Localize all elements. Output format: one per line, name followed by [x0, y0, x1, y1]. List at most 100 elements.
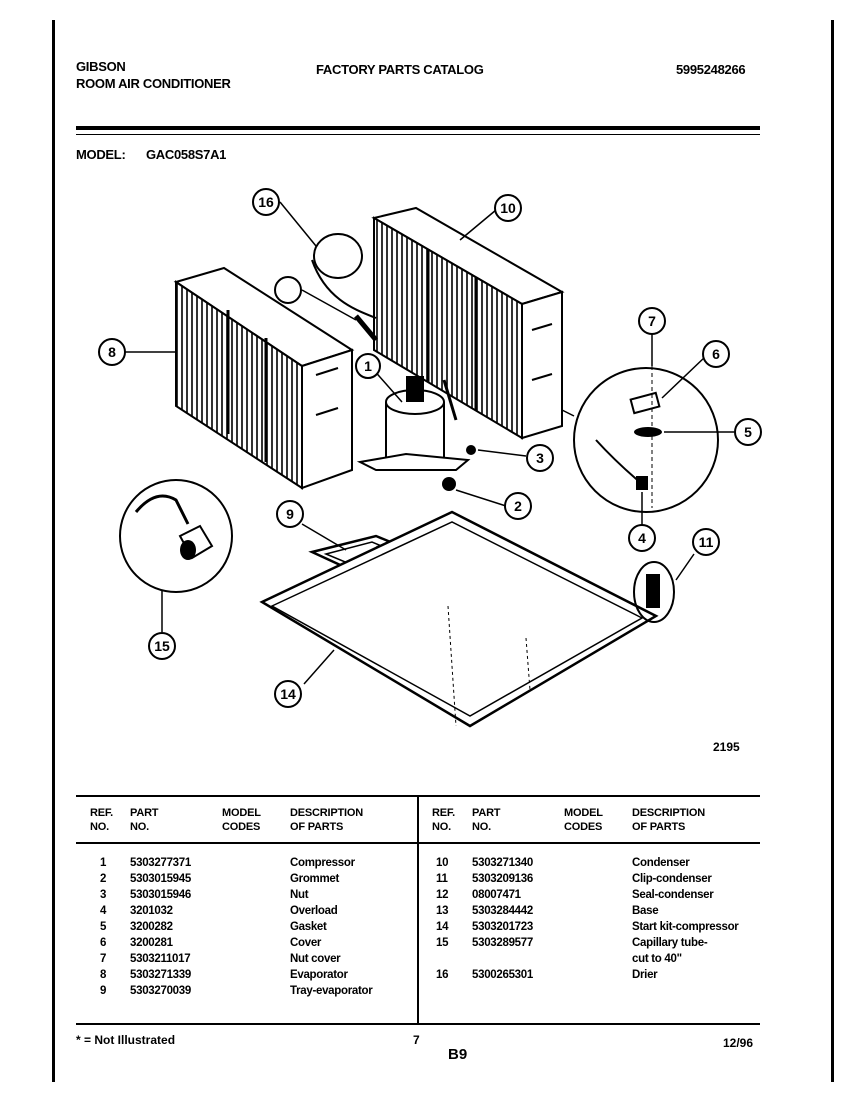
model-value: GAC058S7A1	[146, 147, 227, 162]
product-name: ROOM AIR CONDITIONER	[76, 76, 231, 91]
callout-2: 2	[504, 492, 532, 520]
table-cell: 3	[100, 889, 107, 901]
callout-5: 5	[734, 418, 762, 446]
page-number: 7	[413, 1033, 420, 1047]
header-description: DESCRIPTION OF PARTS	[290, 807, 363, 833]
model-label: MODEL:	[76, 147, 126, 162]
grommet	[442, 477, 456, 491]
header-part-no: PART NO.	[130, 807, 159, 833]
right-part-column: 5303271340 5303209136 08007471 530328444…	[472, 855, 533, 983]
table-cell: 3200282	[130, 921, 173, 933]
table-cell: 4	[100, 905, 107, 917]
table-cell: Nut	[290, 889, 309, 901]
page-frame	[52, 20, 834, 1082]
compressor	[356, 376, 471, 471]
svg-text:9: 9	[286, 506, 294, 522]
table-cell: Tray-evaporator	[290, 985, 373, 997]
table-cell: Cover	[290, 937, 322, 949]
table-cell	[436, 951, 448, 967]
table-cell: Start kit-compressor	[632, 921, 739, 933]
left-ref-column: 1 2 3 4 5 6 7 8 9	[100, 855, 106, 999]
svg-text:3: 3	[536, 450, 544, 466]
table-cell: 10	[436, 857, 449, 869]
table-cell: 5303209136	[472, 873, 533, 885]
table-cell: 5303271339	[130, 969, 191, 981]
table-cell: 5303271340	[472, 857, 533, 869]
table-cell: cut to 40"	[632, 953, 682, 965]
table-cell: 5303201723	[472, 921, 533, 933]
section-code: B9	[448, 1046, 468, 1063]
start-kit-detail	[119, 479, 233, 593]
callout-15: 16	[252, 188, 280, 216]
table-cell: 14	[436, 921, 449, 933]
table-rule-top	[76, 795, 760, 797]
header-rule-thin	[76, 134, 760, 135]
svg-text:2: 2	[514, 498, 522, 514]
table-cell: Clip-condenser	[632, 873, 712, 885]
table-cell: 5303270039	[130, 985, 191, 997]
table-cell: 1	[100, 857, 107, 869]
clip-condenser	[633, 561, 675, 623]
table-cell: 13	[436, 905, 449, 917]
table-cell: Overload	[290, 905, 338, 917]
svg-text:16: 16	[258, 194, 274, 210]
table-cell: Condenser	[632, 857, 690, 869]
callout-14: 15	[148, 632, 176, 660]
catalog-title: FACTORY PARTS CATALOG	[316, 62, 484, 77]
table-cell: 5303284442	[472, 905, 533, 917]
nut	[466, 445, 476, 455]
table-cell: 5303289577	[472, 937, 533, 949]
figure-code: 2195	[713, 740, 740, 754]
table-cell: 5303015946	[130, 889, 191, 901]
overload-detail	[561, 366, 719, 513]
drier	[354, 314, 378, 342]
table-cell: Drier	[632, 969, 658, 981]
table-cell: Seal-condenser	[632, 889, 714, 901]
callout-3: 3	[526, 444, 554, 472]
callout-13: 14	[274, 680, 302, 708]
base-pan	[259, 510, 659, 728]
callout-labels: 16 10 8 1 3 2 7 6 5 4 9 11 15 14	[98, 188, 762, 708]
table-cell: 15	[436, 937, 449, 949]
table-cell: 7	[100, 953, 107, 965]
header-part-no-right: PART NO.	[472, 807, 501, 833]
svg-text:10: 10	[500, 200, 516, 216]
svg-text:4: 4	[638, 530, 646, 546]
callout-10: 10	[494, 194, 522, 222]
header-description-right: DESCRIPTION OF PARTS	[632, 807, 705, 833]
table-cell: 08007471	[472, 889, 521, 901]
table-cell: 6	[100, 937, 107, 949]
table-cell: 2	[100, 873, 107, 885]
table-cell: Compressor	[290, 857, 355, 869]
header-model-codes-right: MODEL CODES	[564, 807, 603, 833]
not-illustrated-note: * = Not Illustrated	[76, 1033, 176, 1047]
table-cell: 9	[100, 985, 107, 997]
right-ref-column: 10 11 12 13 14 15 16	[436, 855, 449, 983]
callout-16	[274, 276, 302, 304]
left-desc-column: Compressor Grommet Nut Overload Gasket C…	[290, 855, 373, 999]
callout-4: 4	[628, 524, 656, 552]
table-cell: 5303277371	[130, 857, 191, 869]
table-rule-bottom	[76, 1023, 760, 1025]
table-cell: 3200281	[130, 937, 173, 949]
callout-6: 6	[702, 340, 730, 368]
table-cell: 5303211017	[130, 953, 191, 965]
table-cell: 12	[436, 889, 449, 901]
table-cell: Evaporator	[290, 969, 348, 981]
table-cell: 16	[436, 969, 449, 981]
header-ref-no: REF. NO.	[90, 807, 114, 833]
revision-date: 12/96	[723, 1036, 754, 1050]
header-ref-no-right: REF. NO.	[432, 807, 456, 833]
right-desc-column: Condenser Clip-condenser Seal-condenser …	[632, 855, 739, 983]
table-cell: Nut cover	[290, 953, 341, 965]
evaporator-coil	[173, 266, 355, 490]
table-cell: Gasket	[290, 921, 327, 933]
brand-name: GIBSON	[76, 59, 126, 74]
svg-text:6: 6	[712, 346, 720, 362]
table-cell: Base	[632, 905, 659, 917]
svg-text:14: 14	[280, 686, 296, 702]
callout-8: 8	[98, 338, 126, 366]
document-number: 5995248266	[676, 62, 746, 77]
svg-text:11: 11	[699, 534, 714, 550]
callout-1: 1	[355, 353, 381, 379]
